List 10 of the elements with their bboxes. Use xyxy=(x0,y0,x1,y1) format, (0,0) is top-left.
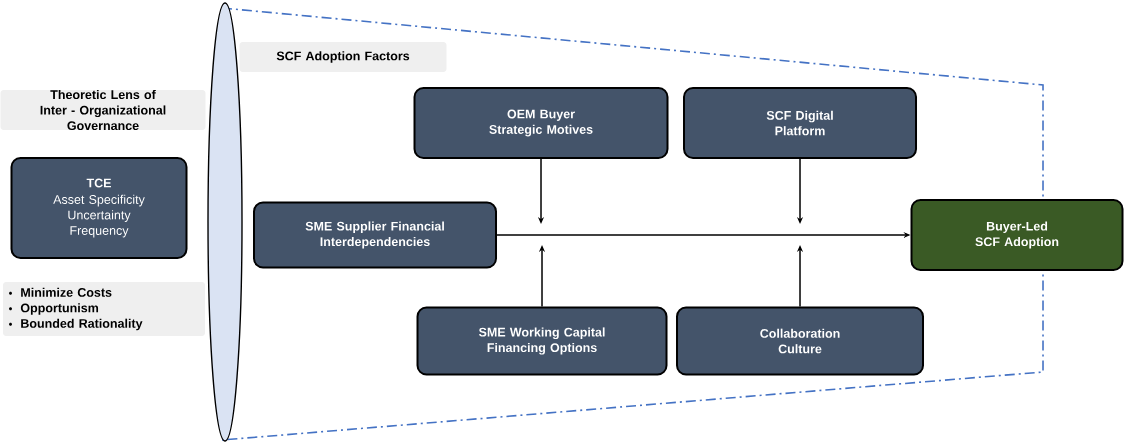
factor-box: OEM Buyer Strategic Motives xyxy=(413,87,669,159)
heading-band: Minimize Costs Opportunism Bounded Rationality xyxy=(3,282,205,336)
heading-band: Theoretic Lens of Inter - Organizational Governance xyxy=(0,89,206,131)
factor-box: SME Working Capital Financing Options xyxy=(416,306,668,376)
factor-box: Collaboration Culture xyxy=(676,306,924,376)
outcome-box: Buyer-Led SCF Adoption xyxy=(910,199,1124,271)
factor-box: SME Supplier Financial Interdependencies xyxy=(253,201,497,269)
factor-box: TCE Asset Specificity Uncertainty Frequency xyxy=(10,157,188,259)
heading-band: SCF Adoption Factors xyxy=(239,42,447,72)
factor-box: SCF Digital Platform xyxy=(683,87,917,159)
